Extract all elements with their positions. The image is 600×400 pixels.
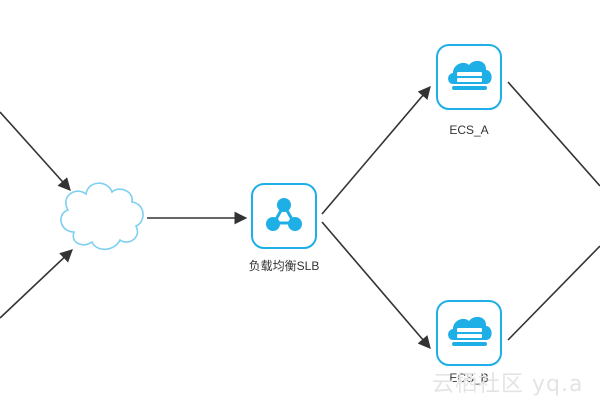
edge-slb-to-ecs-a <box>321 86 431 215</box>
edge-ecs-b-to-right <box>507 245 600 341</box>
ecs-b-label: ECS_B <box>449 371 489 385</box>
ecs-b-node <box>436 300 502 366</box>
internet-node <box>60 182 144 251</box>
cloud-server-icon <box>448 316 492 346</box>
edge-client-top-to-internet <box>0 111 71 191</box>
slb-label: 负载均衡SLB <box>248 259 320 273</box>
slb-node <box>251 183 317 249</box>
cloud-server-icon <box>448 60 492 90</box>
ecs-a-label: ECS_A <box>449 123 489 137</box>
cloud-icon <box>60 182 144 251</box>
edge-client-bottom-to-internet <box>0 249 73 319</box>
slb-node-frame <box>251 183 317 249</box>
watermark: 云栖社区 yq.a <box>432 372 584 397</box>
edge-slb-to-ecs-b <box>321 221 431 349</box>
ecs-a-node <box>436 44 502 110</box>
load-balancer-icon <box>266 198 302 231</box>
edge-ecs-a-to-right <box>507 81 600 187</box>
